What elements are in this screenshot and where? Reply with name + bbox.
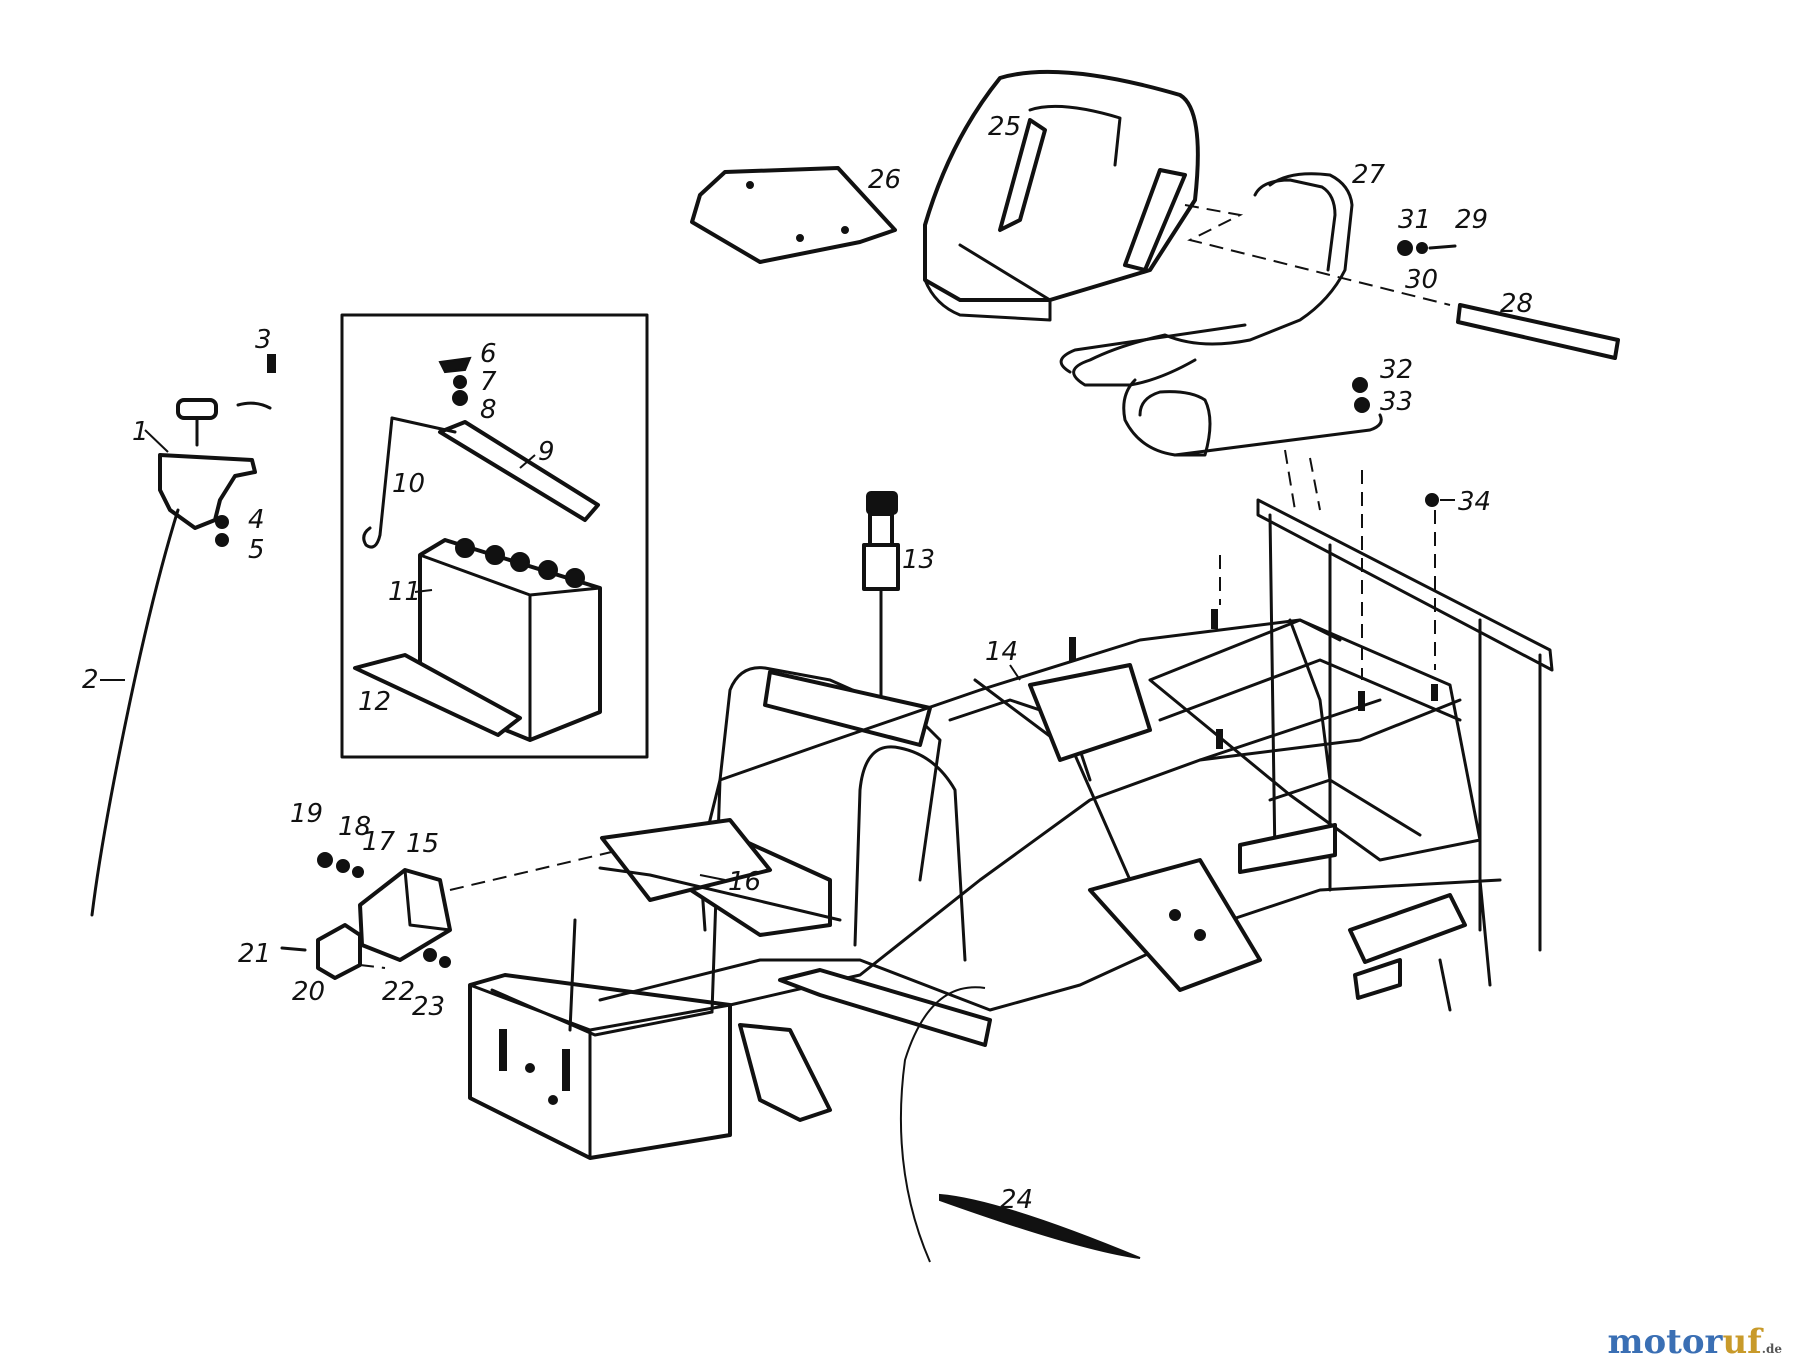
mounting-pins [1069,470,1438,749]
callout-2: 2 [82,665,99,695]
callout-33: 33 [1380,387,1413,417]
callout-28: 28 [1500,289,1533,319]
callout-1: 1 [132,417,149,447]
battery-inset-frame [340,313,649,759]
throttle-lever-part-1 [158,398,257,530]
ignition-switch-part-13 [862,491,900,591]
hold-down-bar-part-9 [438,420,600,522]
watermark-logo: motoruf.de [1607,1322,1782,1362]
hook-bolt-part-10 [362,416,394,549]
mat-part-24 [939,1193,1141,1259]
cable-screw-part-3 [267,354,276,373]
callout-4: 4 [248,505,265,535]
callout-21: 21 [238,939,271,969]
relay-part-20 [316,923,362,980]
callout-6: 6 [480,339,497,369]
callout-14: 14 [985,637,1018,667]
callout-34: 34 [1458,487,1491,517]
callout-19: 19 [290,799,323,829]
callout-27: 27 [1352,160,1386,190]
seat-plate-part-26 [690,166,897,264]
callout-22: 22 [382,977,415,1007]
callout-15: 15 [406,829,439,859]
seat-hardware [1352,240,1457,507]
callout-12: 12 [358,687,391,717]
callout-25: 25 [988,112,1021,142]
callout-8: 8 [480,395,497,425]
callout-18: 18 [338,812,371,842]
callout-26: 26 [868,165,901,195]
watermark-part1: motor [1607,1322,1723,1362]
callout-9: 9 [538,437,555,467]
throttle-cable-part-2 [90,508,180,917]
seat-part-25 [923,69,1200,322]
callout-30: 30 [1405,265,1438,295]
seat-rail-part-27 [1059,172,1383,457]
callout-7: 7 [480,367,497,397]
callout-10: 10 [392,469,425,499]
callout-labels: 1 2 3 4 5 6 7 8 9 10 11 12 13 14 15 16 1… [82,112,1533,1215]
callout-23: 23 [412,992,445,1022]
watermark-part2: uf [1722,1322,1762,1362]
callout-16: 16 [728,867,761,897]
callout-3: 3 [255,325,272,355]
rear-bracket-part-28 [1456,303,1620,360]
main-frame-part-14 [468,498,1554,1160]
callout-24: 24 [1000,1185,1033,1215]
callout-17: 17 [362,827,396,857]
wing-nut-part-6 [438,356,472,406]
callout-32: 32 [1380,355,1413,385]
callout-20: 20 [292,977,325,1007]
mount-bracket-part-15 [358,868,452,962]
callout-13: 13 [902,545,935,575]
battery-tray-part-12 [353,653,522,737]
callout-29: 29 [1455,205,1488,235]
watermark-suffix: .de [1761,1342,1782,1356]
callout-31: 31 [1398,205,1431,235]
callout-5: 5 [248,535,265,565]
